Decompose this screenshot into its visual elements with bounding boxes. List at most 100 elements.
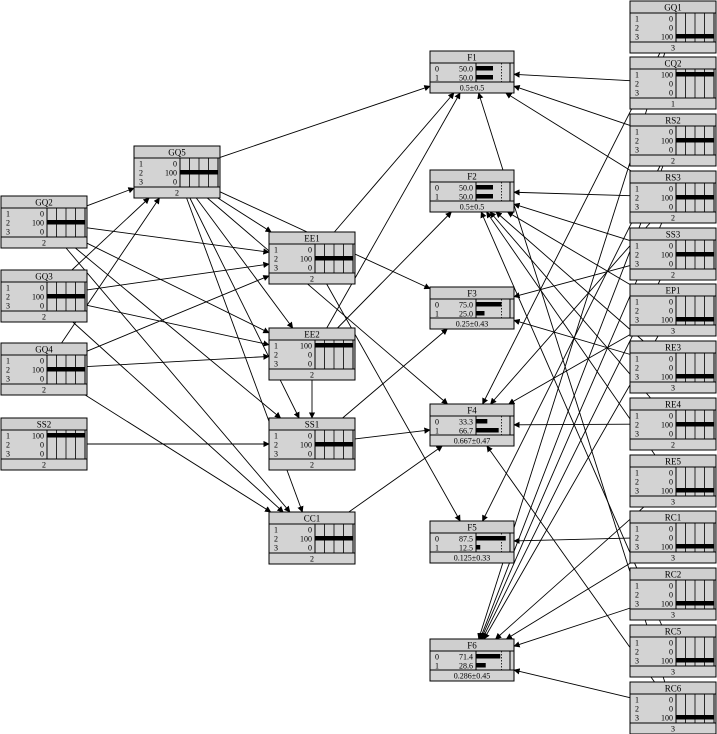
edge-ee1-to-f1 xyxy=(334,92,455,233)
state-label: 2 xyxy=(274,441,278,450)
edge-cq2-to-f1 xyxy=(513,71,631,82)
node-footer: 3 xyxy=(671,611,675,620)
node-header xyxy=(629,397,717,411)
state-label: 1 xyxy=(635,696,639,705)
state-value: 0 xyxy=(40,210,44,219)
edge-ee1-to-f5 xyxy=(326,283,461,522)
node-footer: 2 xyxy=(310,461,314,470)
belief-bar xyxy=(676,138,714,143)
belief-bar xyxy=(676,252,714,257)
node-title: F4 xyxy=(467,406,477,416)
edge-gq5-to-f4 xyxy=(207,197,448,405)
state-label: 1 xyxy=(635,15,639,24)
edge-gq4-to-ee2 xyxy=(86,353,270,368)
node-title: GQ1 xyxy=(664,3,682,13)
state-value: 0 xyxy=(669,469,673,478)
node-footer: 2 xyxy=(175,189,179,198)
state-value: 0 xyxy=(40,284,44,293)
belief-bar xyxy=(476,194,493,199)
state-value: 0 xyxy=(669,89,673,98)
edge-rc1-to-f5 xyxy=(513,537,631,544)
state-label: 1 xyxy=(6,432,10,441)
edge-gq3-to-gq5 xyxy=(71,197,150,271)
belief-bar xyxy=(676,195,714,200)
state-label: 2 xyxy=(635,478,639,487)
state-label: 3 xyxy=(274,360,278,369)
node-title: F3 xyxy=(467,289,477,299)
edge-rs2-to-f5 xyxy=(482,165,661,522)
node-title: F2 xyxy=(467,172,477,182)
state-value: 100 xyxy=(661,194,673,203)
state-value: 0 xyxy=(308,432,312,441)
state-value: 100 xyxy=(661,251,673,260)
belief-bar xyxy=(676,34,714,39)
edge-gq5-to-ee1 xyxy=(217,197,272,233)
state-value: 100 xyxy=(300,535,312,544)
edge-ep1-to-f6 xyxy=(483,335,659,640)
node-footer: 3 xyxy=(671,327,675,336)
state-label: 2 xyxy=(6,293,10,302)
node-title: F1 xyxy=(467,53,477,63)
node-title: F6 xyxy=(467,641,477,651)
belief-bar xyxy=(476,536,506,541)
belief-bar xyxy=(476,663,486,668)
node-header xyxy=(629,340,717,354)
belief-bar xyxy=(476,185,493,190)
state-label: 1 xyxy=(435,427,439,436)
edge-rs2-to-f1 xyxy=(513,85,631,126)
state-value: 0 xyxy=(669,307,673,316)
node-footer: 2 xyxy=(310,275,314,284)
state-label: 3 xyxy=(635,543,639,552)
state-value: 71.4 xyxy=(459,653,473,662)
state-label: 3 xyxy=(635,487,639,496)
edge-rs3-to-f2 xyxy=(513,189,631,197)
node-title: F5 xyxy=(467,523,477,533)
state-value: 100 xyxy=(661,600,673,609)
state-label: 2 xyxy=(274,535,278,544)
state-label: 1 xyxy=(6,357,10,366)
belief-bar xyxy=(676,72,714,77)
edge-ss3-to-f3 xyxy=(513,265,631,299)
state-label: 2 xyxy=(6,219,10,228)
node-title: RS2 xyxy=(665,116,681,126)
node-header xyxy=(268,327,356,341)
edge-rc6-to-f6 xyxy=(513,668,631,699)
node-title: SS3 xyxy=(666,230,681,240)
state-label: 3 xyxy=(635,430,639,439)
node-header xyxy=(0,195,88,209)
state-value: 0 xyxy=(308,246,312,255)
state-label: 1 xyxy=(274,526,278,535)
node-footer: 2 xyxy=(310,371,314,380)
node-footer: 0.286±0.45 xyxy=(454,672,490,681)
state-value: 0 xyxy=(669,185,673,194)
edge-re5-to-f6 xyxy=(495,506,645,640)
